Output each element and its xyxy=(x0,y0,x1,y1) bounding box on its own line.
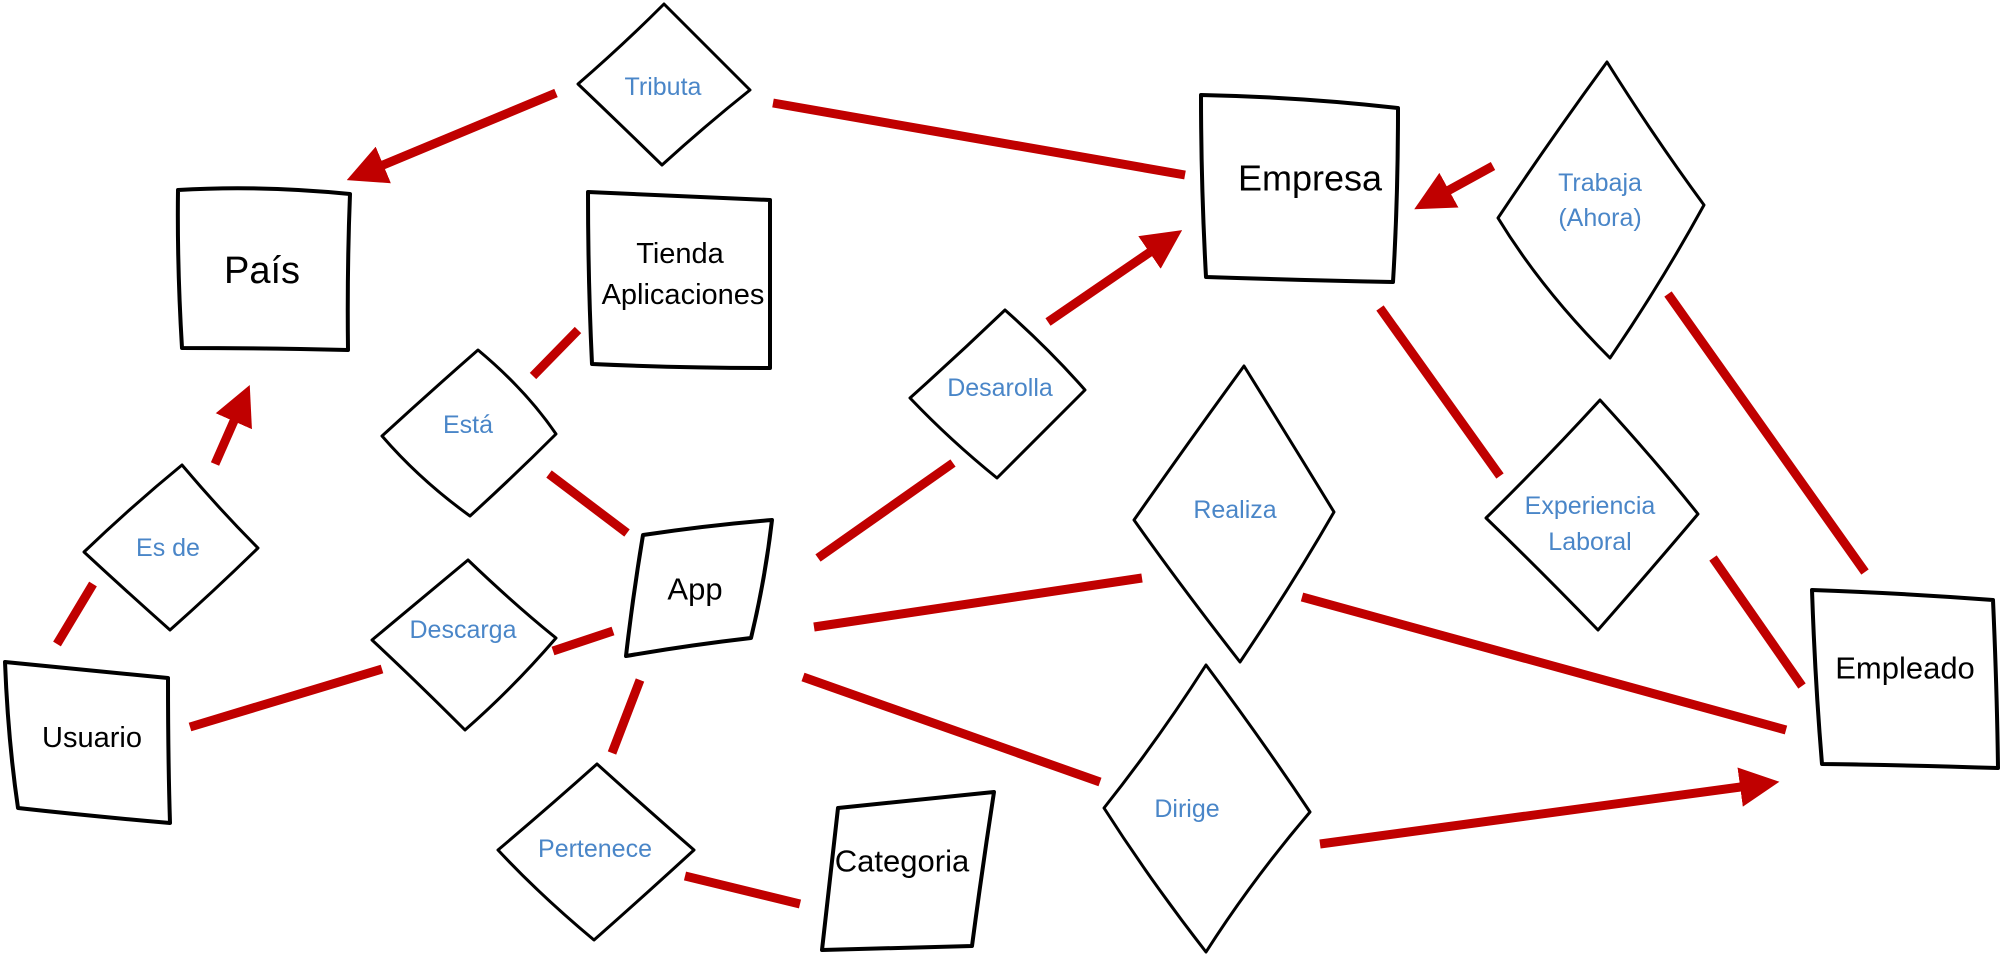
relationship-dirige-diamond xyxy=(1102,663,1312,954)
relationship-trabaja[interactable]: Trabaja (Ahora) xyxy=(1496,60,1706,360)
entity-categoria[interactable]: Categoria xyxy=(820,790,996,952)
entity-usuario-box xyxy=(3,660,172,825)
edge-experiencia-empleado xyxy=(1709,555,1806,689)
entity-empresa-label: Empresa xyxy=(1238,158,1383,199)
relationship-pertenece[interactable]: Pertenece xyxy=(496,762,696,942)
edge-desarolla-to-empresa xyxy=(1045,230,1183,326)
entity-empleado-box xyxy=(1810,588,2000,770)
relationship-pertenece-diamond xyxy=(496,762,696,942)
entity-pais-label: País xyxy=(224,250,300,292)
edge-tributa-empresa xyxy=(772,98,1186,180)
relationship-pertenece-label: Pertenece xyxy=(538,835,652,863)
relationship-tributa[interactable]: Tributa xyxy=(576,2,752,167)
entity-categoria-label: Categoria xyxy=(835,844,970,879)
relationship-dirige[interactable]: Dirige xyxy=(1102,663,1312,954)
edge-esta-tienda xyxy=(529,326,582,380)
entity-pais[interactable]: País xyxy=(175,186,352,352)
entity-tienda-box xyxy=(586,190,773,370)
relationship-experiencia-laboral[interactable]: Experiencia Laboral xyxy=(1484,398,1700,632)
entity-tienda-aplicaciones[interactable]: Tienda Aplicaciones xyxy=(586,190,773,370)
entity-pais-box xyxy=(175,186,352,352)
entity-empleado-label: Empleado xyxy=(1835,651,1975,686)
entity-empresa-box xyxy=(1199,93,1400,284)
relationship-esta-diamond xyxy=(380,348,558,518)
edge-trabaja-empleado xyxy=(1664,291,1869,575)
entity-app-label: App xyxy=(667,572,722,607)
relationship-dirige-label: Dirige xyxy=(1154,795,1219,823)
entity-usuario[interactable]: Usuario xyxy=(3,660,172,825)
relationship-descarga[interactable]: Descarga xyxy=(370,558,558,732)
relationship-experiencia-label-line1: Experiencia xyxy=(1525,492,1656,520)
relationship-experiencia-label-line2: Laboral xyxy=(1548,528,1631,556)
relationship-es-de-label: Es de xyxy=(136,534,200,562)
edge-esta-app xyxy=(546,470,630,537)
edge-dirige-to-empleado xyxy=(1319,767,1780,849)
entity-app-box xyxy=(624,518,774,658)
relationship-trabaja-label-line1: Trabaja xyxy=(1558,169,1642,197)
relationship-descarga-label: Descarga xyxy=(410,616,517,644)
relationship-desarolla-label: Desarolla xyxy=(947,374,1053,402)
edge-app-dirige xyxy=(801,672,1102,787)
relationship-descarga-diamond xyxy=(370,558,558,732)
entity-tienda-label-line1: Tienda xyxy=(636,238,724,270)
relationship-trabaja-label-line2: (Ahora) xyxy=(1558,204,1641,232)
entity-tienda-label-line2: Aplicaciones xyxy=(602,279,765,311)
edge-usuario-descarga xyxy=(188,664,384,732)
edges xyxy=(53,88,1869,909)
relationship-realiza-diamond xyxy=(1132,364,1336,664)
edge-pertenece-categoria xyxy=(683,871,802,909)
edge-esde-to-pais xyxy=(210,385,252,466)
relationship-es-de[interactable]: Es de xyxy=(82,463,260,632)
entity-usuario-label: Usuario xyxy=(42,722,142,754)
relationship-realiza[interactable]: Realiza xyxy=(1132,364,1336,664)
edge-app-pertenece xyxy=(607,678,645,755)
entity-empleado[interactable]: Empleado xyxy=(1810,588,2000,770)
edge-app-realiza xyxy=(813,573,1143,632)
relationship-esta[interactable]: Está xyxy=(380,348,558,518)
relationship-esta-label: Está xyxy=(443,411,493,439)
relationship-desarolla[interactable]: Desarolla xyxy=(908,308,1087,480)
entity-empresa[interactable]: Empresa xyxy=(1199,93,1400,284)
relationship-realiza-label: Realiza xyxy=(1193,496,1276,524)
relationship-tributa-diamond xyxy=(576,2,752,167)
edge-usuario-esde xyxy=(53,581,97,647)
relationship-desarolla-diamond xyxy=(908,308,1087,480)
entity-app[interactable]: App xyxy=(624,518,774,658)
edge-app-desarolla xyxy=(815,459,956,562)
relationship-es-de-diamond xyxy=(82,463,260,632)
edge-realiza-empleado xyxy=(1300,592,1788,735)
edge-trabaja-to-empresa xyxy=(1414,162,1496,210)
entity-categoria-box xyxy=(820,790,996,952)
edge-empresa-experiencia xyxy=(1376,305,1504,479)
edge-tributa-to-pais xyxy=(346,88,558,184)
relationship-trabaja-diamond xyxy=(1496,60,1706,360)
relationship-tributa-label: Tributa xyxy=(625,73,702,101)
edge-descarga-app xyxy=(551,626,615,656)
relationship-experiencia-diamond xyxy=(1484,398,1700,632)
